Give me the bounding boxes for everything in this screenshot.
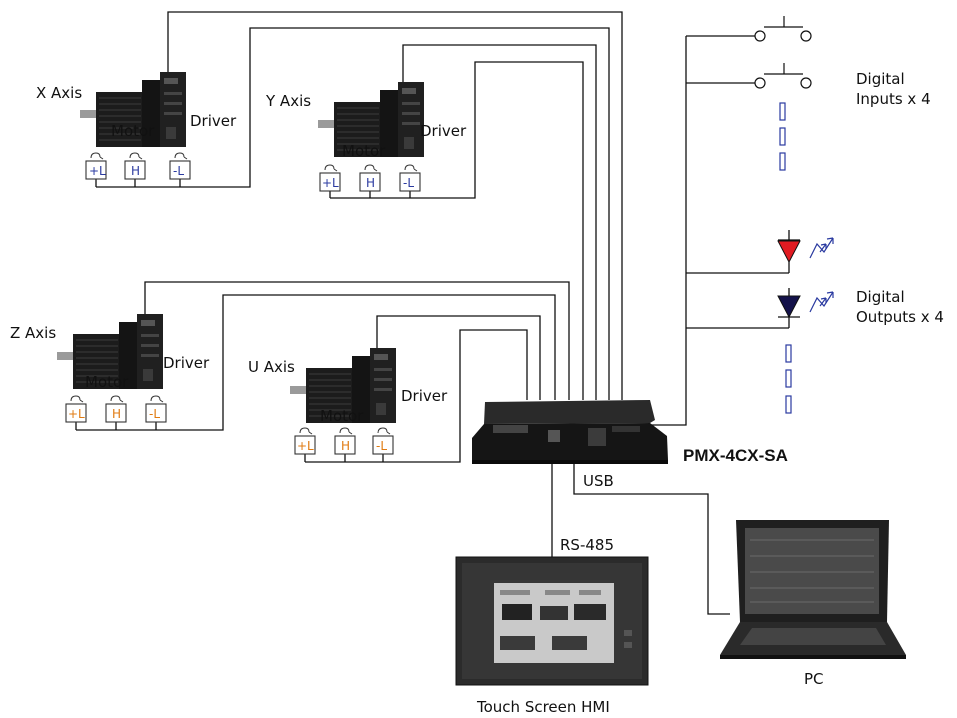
y-axis-driver-label: Driver [420, 122, 467, 140]
z-axis-home-switch: H [112, 407, 121, 421]
x-axis-label: X Axis [36, 84, 82, 102]
rs485-label: RS-485 [560, 536, 614, 554]
y-axis-home-switch: H [366, 176, 375, 190]
digital-inputs-label-line2: Inputs x 4 [856, 90, 931, 108]
wire-y-driver [402, 44, 597, 400]
z-axis-driver-label: Driver [163, 354, 210, 372]
digital-outputs-label-line2: Outputs x 4 [856, 308, 944, 326]
hmi-label: Touch Screen HMI [476, 698, 610, 716]
touch-screen-hmi [455, 556, 649, 686]
x-axis-motor-label: Motor [111, 122, 155, 140]
wire-u-driver [376, 315, 541, 400]
z-axis-motor-label: Motor [85, 373, 129, 391]
pushbutton-switch [754, 63, 812, 89]
z-axis-label: Z Axis [10, 324, 56, 342]
z-axis-plus-limit-switch: +L [68, 407, 85, 421]
wire-u-switches [305, 329, 528, 463]
x-axis-plus-limit-switch: +L [89, 164, 106, 178]
hmi-group: Touch Screen HMI [455, 556, 649, 716]
y-axis-group: Y Axis Motor Driver +L H -L [265, 82, 467, 192]
y-axis-motor-label: Motor [342, 142, 386, 160]
x-axis-driver-label: Driver [190, 112, 237, 130]
controller-label: PMX-4CX-SA [683, 446, 788, 465]
wiring [75, 11, 789, 615]
digital-inputs-group: Digital Inputs x 4 [754, 16, 931, 171]
y-axis-label: Y Axis [265, 92, 311, 110]
x-axis-minus-limit-switch: -L [173, 164, 184, 178]
wire-z-switches [76, 294, 556, 431]
continuation-dots [785, 344, 792, 414]
y-axis-plus-limit-switch: +L [322, 176, 339, 190]
wire-x-switches [96, 27, 610, 400]
digital-outputs-group: Digital Outputs x 4 [777, 230, 944, 414]
led-red-icon [777, 230, 834, 273]
u-axis-minus-limit-switch: -L [376, 439, 387, 453]
x-axis-home-switch: H [131, 164, 140, 178]
pc-label: PC [804, 670, 824, 688]
z-axis-minus-limit-switch: -L [149, 407, 160, 421]
u-axis-label: U Axis [248, 358, 295, 376]
controller-device [472, 400, 668, 464]
laptop-pc [720, 520, 906, 659]
x-axis-group: X Axis Motor Driver +L H -L [36, 72, 237, 180]
u-axis-group: U Axis Motor Driver +L H -L [248, 348, 448, 455]
wire-usb [573, 458, 730, 615]
controller-group: PMX-4CX-SA [472, 400, 788, 465]
u-axis-plus-limit-switch: +L [297, 439, 314, 453]
u-axis-driver-label: Driver [401, 387, 448, 405]
wire-y-switches [330, 61, 584, 400]
wire-z-driver [144, 281, 570, 400]
pushbutton-switch [754, 16, 812, 42]
wire-io-bus [648, 36, 687, 426]
usb-label: USB [583, 472, 614, 490]
wire-x-driver [167, 11, 623, 400]
u-axis-home-switch: H [341, 439, 350, 453]
z-axis-group: Z Axis Motor Driver +L H -L [10, 314, 210, 423]
continuation-dots [779, 102, 786, 171]
y-axis-minus-limit-switch: -L [403, 176, 414, 190]
digital-inputs-label-line1: Digital [856, 70, 905, 88]
digital-outputs-label-line1: Digital [856, 288, 905, 306]
pc-group: PC [720, 520, 906, 688]
led-dark-icon [777, 288, 834, 328]
u-axis-motor-label: Motor [320, 407, 364, 425]
